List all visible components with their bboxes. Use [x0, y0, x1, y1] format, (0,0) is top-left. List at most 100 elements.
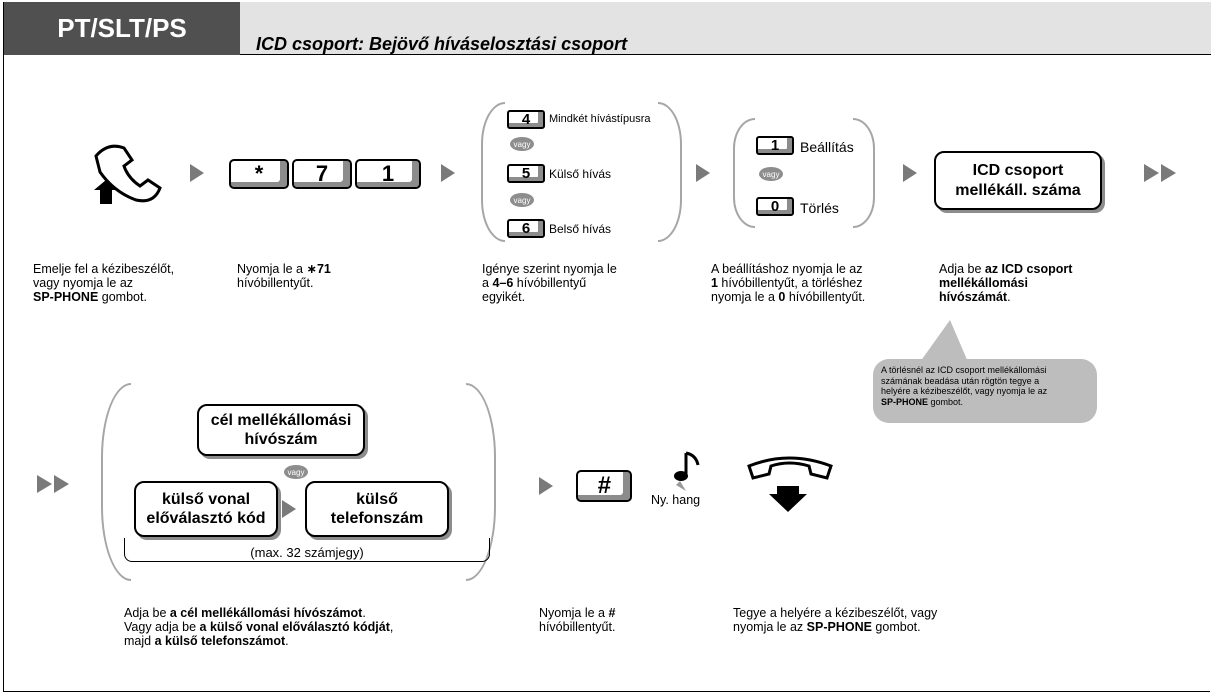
key-5[interactable]: 5: [507, 164, 545, 183]
desc-line: a 4–6 hívóbillentyű: [482, 276, 617, 290]
desc-text: nyomja le az: [733, 620, 807, 634]
flow-arrow: [441, 164, 455, 182]
desc-step5: Adja be az ICD csoport mellékállomási hí…: [939, 262, 1072, 304]
hash-key-label: #: [597, 472, 611, 499]
desc-bold: SP-PHONE: [33, 290, 99, 304]
paren-left: [733, 118, 755, 228]
desc-text: nyomja le a: [711, 290, 779, 304]
desc-text: .: [285, 634, 289, 648]
desc-line: 1 hívóbillentyűt, a törléshez: [711, 276, 865, 290]
desc-text: gombot.: [98, 290, 147, 304]
desc-text: Nyomja le a: [539, 606, 609, 620]
paren-right: [853, 118, 875, 228]
icd-extension-number-box: ICD csoport mellékáll. száma: [934, 151, 1102, 210]
desc-bold: #: [608, 606, 616, 620]
desc-text: gombot.: [871, 620, 921, 634]
continue-arrow: [1144, 164, 1178, 182]
or-badge: vagy: [284, 465, 308, 479]
max-digits-bracket: (max. 32 számjegy): [124, 538, 490, 562]
desc-step2: Nyomja le a ∗71 hívóbillentyűt.: [237, 262, 331, 290]
desc-text: Adja be: [939, 262, 985, 276]
box-line: ICD csoport: [972, 162, 1064, 180]
star-key[interactable]: *: [229, 159, 289, 189]
max-digits-label: (max. 32 számjegy): [242, 545, 372, 560]
key-4[interactable]: 4: [507, 110, 545, 129]
desc-bold: 1: [711, 276, 718, 290]
desc-text: Adja be: [124, 606, 170, 620]
desc-line: Igénye szerint nyomja le: [482, 262, 617, 276]
handset-lift-icon: [94, 144, 162, 204]
desc-line: nyomja le a 0 hívóbillentyűt.: [711, 290, 865, 304]
paren-left: [481, 102, 505, 242]
desc-bold: SP-PHONE: [806, 620, 872, 634]
desc-text: a: [482, 276, 493, 290]
desc-bold: az ICD csoport: [984, 262, 1073, 276]
target-extension-box: cél mellékállomási hívószám: [197, 404, 365, 456]
desc-text: majd: [124, 634, 155, 648]
key-1-label: 1: [381, 161, 395, 186]
desc-text: hívóbillentyűt.: [785, 290, 866, 304]
option-external-label: Külső hívás: [549, 167, 612, 181]
box-line: külső: [356, 490, 398, 508]
or-badge: vagy: [510, 137, 534, 151]
desc-line: nyomja le az SP-PHONE gombot.: [733, 620, 937, 634]
desc-text: Nyomja le a: [237, 262, 307, 276]
instruction-frame: PT/SLT/PS ICD csoport: Bejövő híváselosz…: [3, 2, 1211, 692]
option-both-label: Mindkét hívástípusra: [549, 113, 651, 125]
desc-text: .: [362, 606, 366, 620]
page-title: ICD csoport: Bejövő híváselosztási csopo…: [256, 34, 628, 54]
option-set-label: Beállítás: [800, 139, 854, 155]
desc-line: Nyomja le a #: [539, 606, 615, 620]
desc-line: Nyomja le a ∗71: [237, 262, 331, 276]
box-line: mellékáll. száma: [955, 181, 1081, 199]
desc-bold: a cél mellékállomási hívószámot: [169, 606, 363, 620]
key-7-label: 7: [315, 161, 329, 186]
box-line: előválasztó kód: [146, 510, 266, 527]
desc-text: .: [1007, 290, 1011, 304]
flow-arrow: [696, 164, 710, 182]
key-6-label: 6: [521, 220, 531, 237]
tone-note-icon: [674, 451, 700, 491]
box-line: cél mellékállomási: [210, 411, 352, 429]
paren-right: [658, 102, 682, 242]
key-1-set[interactable]: 1: [756, 136, 794, 155]
or-badge: vagy: [510, 193, 534, 207]
desc-line: Emelje fel a kézibeszélőt,: [33, 262, 175, 276]
external-number-box: külső telefonszám: [305, 481, 449, 537]
desc-line: vagy nyomja le az: [33, 276, 134, 290]
box-line: hívószám: [244, 431, 318, 448]
note-line: helyére a kézibeszélőt, vagy nyomja le a…: [881, 386, 1048, 396]
note-line: A törlésnél az ICD csoport mellékállomás…: [881, 365, 1047, 375]
desc-row2-step2: Nyomja le a # hívóbillentyűt.: [539, 606, 615, 634]
desc-text: hívóbillentyűt, a törléshez: [717, 276, 863, 290]
desc-line: mellékállomási: [939, 276, 1072, 290]
flow-arrow: [903, 164, 917, 182]
desc-step4: A beállításhoz nyomja le az 1 hívóbillen…: [711, 262, 865, 304]
desc-bold: a külső vonal előválasztó kódját: [199, 620, 390, 634]
hash-key[interactable]: #: [576, 470, 632, 502]
desc-step1: Emelje fel a kézibeszélőt, vagy nyomja l…: [33, 262, 174, 304]
key-0-clear[interactable]: 0: [756, 197, 794, 216]
flow-arrow: [539, 477, 553, 495]
desc-line: Adja be az ICD csoport: [939, 262, 1072, 276]
box-line: külső vonal: [161, 490, 251, 508]
desc-line: hívószámát.: [939, 290, 1072, 304]
key-0-clear-label: 0: [770, 198, 780, 215]
note-text: gombot.: [928, 396, 964, 407]
note-line: számának beadása után rögtön tegye a: [881, 375, 1040, 386]
flow-arrow: [282, 500, 296, 518]
key-1-set-label: 1: [770, 137, 780, 154]
option-internal-label: Belső hívás: [549, 222, 612, 236]
key-7[interactable]: 7: [292, 159, 352, 189]
desc-bold: 0: [778, 290, 786, 304]
desc-line: hívóbillentyűt.: [237, 276, 314, 290]
note-bubble: A törlésnél az ICD csoport mellékállomás…: [873, 359, 1097, 423]
key-1[interactable]: 1: [355, 159, 421, 189]
desc-line: A beállításhoz nyomja le az: [711, 262, 863, 276]
desc-line: Tegye a helyére a kézibeszélőt, vagy: [733, 606, 938, 620]
continue-arrow: [37, 475, 71, 493]
confirmation-tone-label: Ny. hang: [651, 493, 701, 507]
desc-row2-step3: Tegye a helyére a kézibeszélőt, vagy nyo…: [733, 606, 937, 634]
key-6[interactable]: 6: [507, 219, 545, 238]
desc-bold: a külső telefonszámot: [154, 634, 286, 648]
